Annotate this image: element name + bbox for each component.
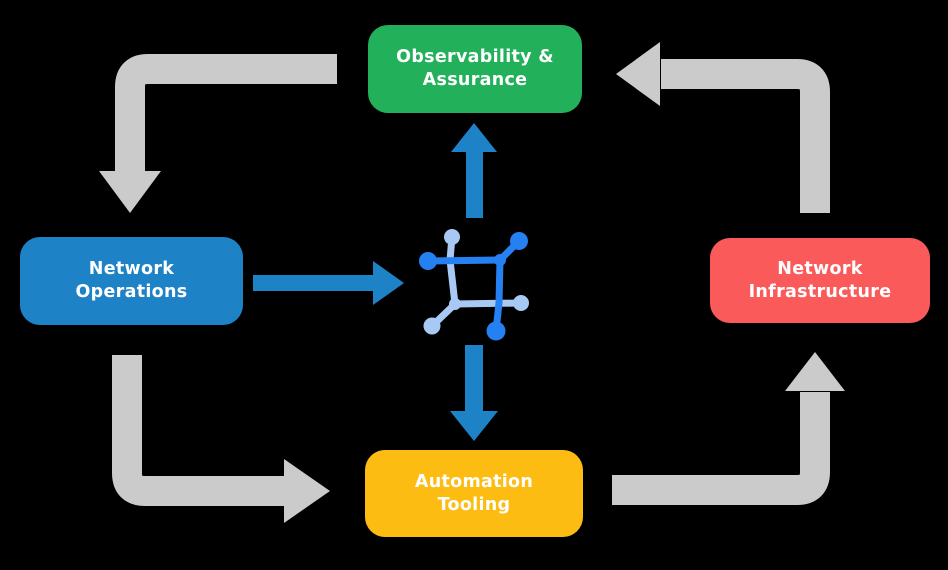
gray-arrowhead-up-icon <box>785 352 845 391</box>
node-label-line: Observability & <box>396 47 554 67</box>
mesh-dark-nodes <box>419 232 528 341</box>
network-mesh-icon <box>419 229 529 341</box>
node-network-infrastructure: Network Infrastructure <box>710 238 930 323</box>
gray-arrowhead-right-icon <box>284 459 330 523</box>
blue-arrow-operations-to-center <box>253 261 404 305</box>
gray-arrowhead-left-icon <box>616 42 660 106</box>
node-label-line: Automation <box>414 471 534 492</box>
node-label-line: Network <box>777 258 863 279</box>
node-label-line: Tooling <box>437 494 511 515</box>
blue-arrowhead-down-icon <box>450 411 498 441</box>
blue-arrow-center-to-observability <box>451 123 497 218</box>
blue-arrow-shaft <box>465 345 483 413</box>
node-label-line: Network <box>88 259 175 279</box>
node-label-line: Infrastructure <box>748 281 892 302</box>
blue-arrowhead-right-icon <box>373 261 404 305</box>
gray-arrow-operations-to-automation <box>112 355 285 506</box>
blue-arrow-shaft <box>253 275 373 291</box>
mesh-light-nodes <box>423 229 529 335</box>
node-observability-assurance: Observability & Assurance <box>368 25 582 113</box>
gray-arrow-infrastructure-to-observability <box>661 59 830 213</box>
node-label-line: Operations <box>75 282 188 302</box>
blue-arrowhead-up-icon <box>451 123 497 152</box>
gray-arrowhead-down-icon <box>99 171 161 213</box>
gray-arrow-observability-to-operations <box>115 54 337 172</box>
node-label-line: Assurance <box>422 70 528 90</box>
blue-arrow-center-to-automation <box>450 345 498 441</box>
gray-arrow-automation-to-infrastructure <box>612 392 830 505</box>
node-network-operations: Network Operations <box>20 237 243 325</box>
node-automation-tooling: Automation Tooling <box>365 450 583 537</box>
blue-arrow-shaft <box>466 150 483 218</box>
